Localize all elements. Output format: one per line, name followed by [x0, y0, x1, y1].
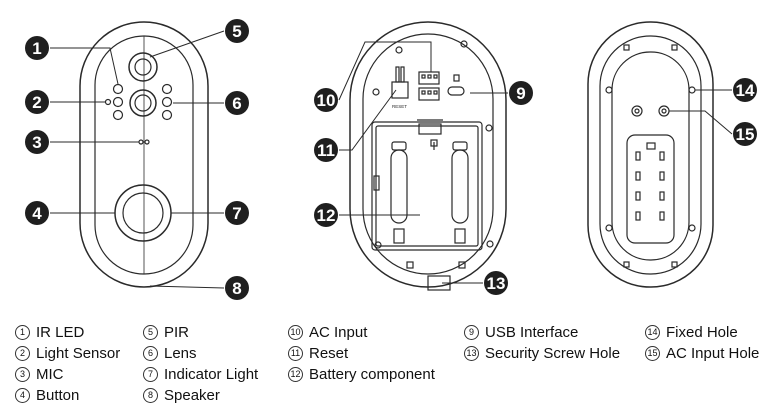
legend-column-3: 10 AC Input 11 Reset 12 Battery component — [288, 322, 435, 385]
svg-text:10: 10 — [317, 91, 336, 110]
legend-item: 12 Battery component — [288, 364, 435, 385]
legend-item: 3 MIC — [15, 364, 120, 385]
legend-number: 14 — [645, 325, 660, 340]
legend-item: 4 Button — [15, 385, 120, 406]
legend-item: 14 Fixed Hole — [645, 322, 759, 343]
legend-number: 9 — [464, 325, 479, 340]
svg-text:12: 12 — [317, 206, 336, 225]
svg-text:3: 3 — [32, 133, 41, 152]
legend-number: 8 — [143, 388, 158, 403]
legend-number: 15 — [645, 346, 660, 361]
legend-column-1: 1 IR LED 2 Light Sensor 3 MIC 4 Button — [15, 322, 120, 406]
legend-label: Speaker — [164, 387, 220, 404]
svg-text:14: 14 — [736, 81, 755, 100]
marker-6: 6 — [225, 91, 249, 115]
legend-item: 13 Security Screw Hole — [464, 343, 620, 364]
svg-text:9: 9 — [516, 84, 525, 103]
svg-text:11: 11 — [317, 141, 335, 160]
legend-label: IR LED — [36, 324, 85, 341]
legend-number: 13 — [464, 346, 479, 361]
legend-label: Reset — [309, 345, 349, 362]
svg-text:13: 13 — [487, 274, 506, 293]
leader-lines-mount — [669, 89, 733, 135]
legend-number: 1 — [15, 325, 30, 340]
svg-text:7: 7 — [232, 204, 241, 223]
legend-number: 3 — [15, 367, 30, 382]
mount-view — [587, 21, 714, 288]
legend-item: 10 AC Input — [288, 322, 435, 343]
legend-number: 2 — [15, 346, 30, 361]
svg-text:4: 4 — [32, 204, 42, 223]
legend-label: Fixed Hole — [666, 324, 738, 341]
legend-number: 6 — [143, 346, 158, 361]
legend-item: 11 Reset — [288, 343, 435, 364]
marker-3: 3 — [25, 130, 49, 154]
legend-label: Button — [36, 387, 80, 404]
legend-number: 4 — [15, 388, 30, 403]
legend-label: Security Screw Hole — [485, 345, 621, 362]
legend-number: 11 — [288, 346, 303, 361]
marker-2: 2 — [25, 90, 49, 114]
marker-14: 14 — [733, 78, 757, 102]
marker-11: 11 — [314, 138, 338, 162]
legend-label: AC Input Hole — [666, 345, 760, 362]
legend-label: Light Sensor — [36, 345, 121, 362]
reset-label: RESET — [392, 104, 407, 109]
legend-item: 2 Light Sensor — [15, 343, 120, 364]
svg-text:15: 15 — [736, 125, 755, 144]
legend-item: 5 PIR — [143, 322, 258, 343]
legend-label: Lens — [164, 345, 197, 362]
back-view — [349, 21, 507, 291]
legend-number: 5 — [143, 325, 158, 340]
legend-column-2: 5 PIR 6 Lens 7 Indicator Light 8 Speaker — [143, 322, 258, 406]
leader-lines-back — [338, 41, 508, 284]
legend-item: 1 IR LED — [15, 322, 120, 343]
marker-13: 13 — [484, 271, 508, 295]
marker-4: 4 — [25, 201, 49, 225]
marker-8: 8 — [225, 276, 249, 300]
legend-label: MIC — [36, 366, 64, 383]
marker-1: 1 — [25, 36, 49, 60]
legend-item: 9 USB Interface — [464, 322, 620, 343]
svg-text:1: 1 — [32, 39, 41, 58]
legend-label: Indicator Light — [164, 366, 259, 383]
legend-label: Battery component — [309, 366, 435, 383]
svg-text:5: 5 — [232, 22, 241, 41]
marker-5: 5 — [225, 19, 249, 43]
legend-item: 6 Lens — [143, 343, 258, 364]
legend-item: 15 AC Input Hole — [645, 343, 759, 364]
legend-item: 8 Speaker — [143, 385, 258, 406]
marker-7: 7 — [225, 201, 249, 225]
legend-column-5: 14 Fixed Hole 15 AC Input Hole — [645, 322, 759, 364]
svg-text:8: 8 — [232, 279, 241, 298]
leader-lines-front — [50, 30, 225, 289]
front-view — [79, 21, 209, 288]
legend-label: USB Interface — [485, 324, 579, 341]
svg-text:2: 2 — [32, 93, 41, 112]
marker-12: 12 — [314, 203, 338, 227]
legend-label: PIR — [164, 324, 190, 341]
legend-item: 7 Indicator Light — [143, 364, 258, 385]
legend-number: 12 — [288, 367, 303, 382]
marker-15: 15 — [733, 122, 757, 146]
marker-10: 10 — [314, 88, 338, 112]
legend-number: 10 — [288, 325, 303, 340]
legend-number: 7 — [143, 367, 158, 382]
marker-9: 9 — [509, 81, 533, 105]
legend-column-4: 9 USB Interface 13 Security Screw Hole — [464, 322, 620, 364]
svg-text:6: 6 — [232, 94, 241, 113]
legend-label: AC Input — [309, 324, 368, 341]
